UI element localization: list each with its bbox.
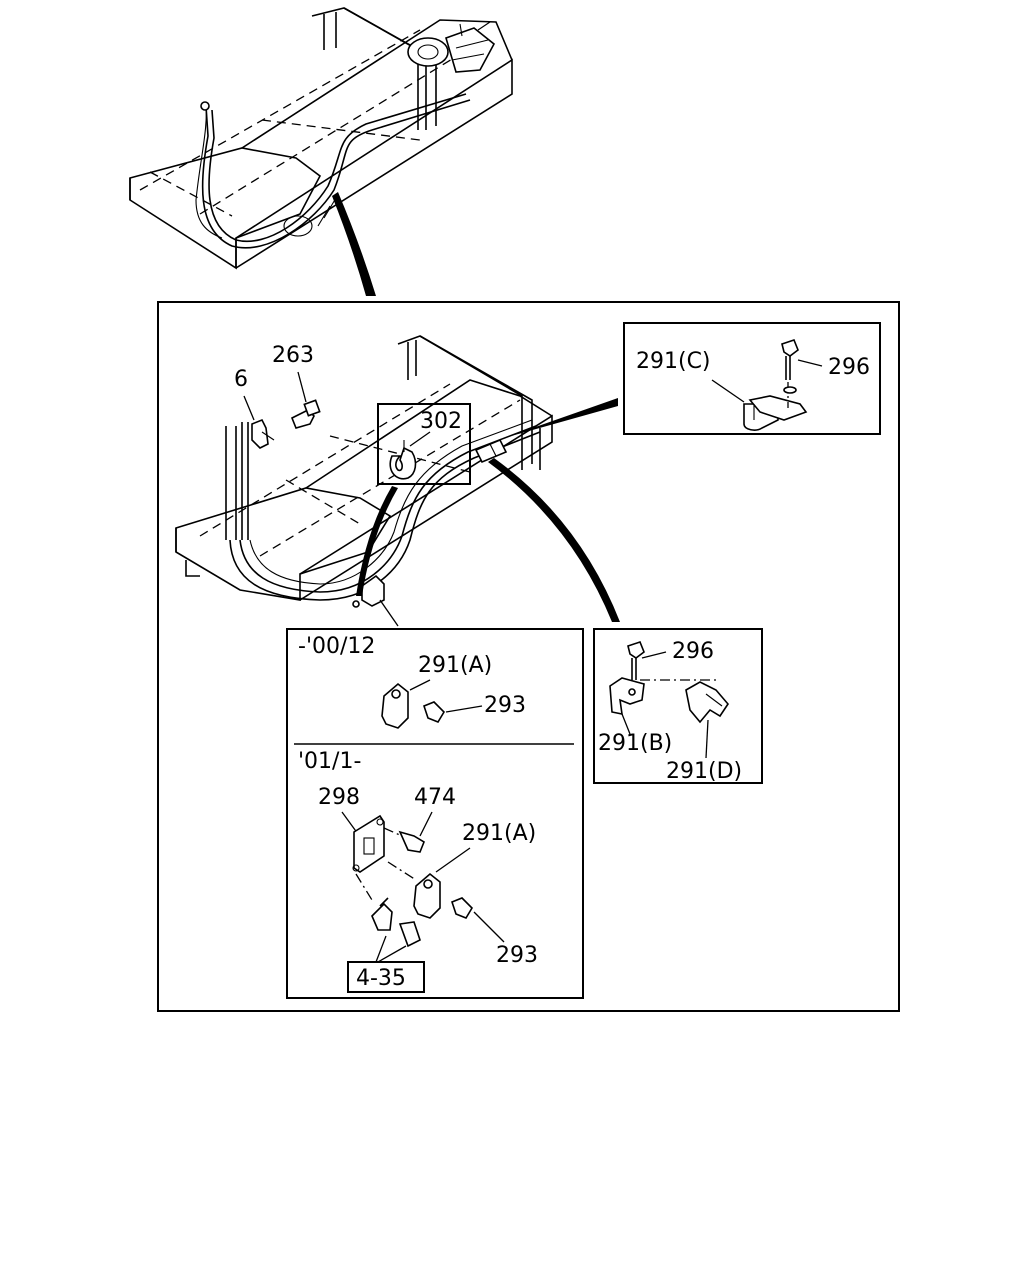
old-new-box [286, 628, 584, 999]
callout-263: 263 [272, 343, 314, 368]
inset-302 [377, 403, 471, 485]
pointer-291c [504, 398, 618, 438]
bolt-474 [398, 830, 425, 853]
inset-291bd [593, 628, 763, 784]
callout-291b: 291(B) [598, 731, 672, 756]
frame-overview-illustration [129, 7, 513, 270]
pointer-291b [488, 458, 620, 622]
frame-detail-illustration [175, 335, 553, 608]
bolt-293-old [423, 701, 446, 723]
callout-291a-old: 291(A) [418, 653, 492, 678]
pointer-302 [356, 486, 398, 596]
callout-296-top: 296 [828, 355, 870, 380]
zoom-pointer [332, 192, 376, 296]
clip-291a-new [413, 872, 441, 919]
detail-frame [157, 301, 900, 1012]
clip-291c [743, 395, 808, 431]
bolt-296-top [781, 339, 799, 408]
bolt-296-right [627, 641, 645, 680]
nut-bolt-4-35 [371, 897, 421, 948]
ref-box-4-35 [347, 961, 425, 993]
clip-6 [251, 418, 269, 449]
clip-291a-old [381, 682, 409, 729]
range-old: -'00/12 [298, 634, 375, 659]
callout-302: 302 [420, 409, 462, 434]
callout-474: 474 [414, 785, 456, 810]
callout-296-right: 296 [672, 639, 714, 664]
inset-291c [623, 322, 881, 435]
callout-291d: 291(D) [666, 759, 742, 784]
callout-293-new: 293 [496, 943, 538, 968]
pointer-old-range [379, 599, 399, 627]
callout-298: 298 [318, 785, 360, 810]
callout-293-old: 293 [484, 693, 526, 718]
callout-291a-new: 291(A) [462, 821, 536, 846]
callout-291c: 291(C) [636, 349, 711, 374]
bracket-298 [352, 814, 385, 873]
clip-291d [685, 681, 730, 724]
range-new: '01/1- [298, 749, 361, 774]
bolt-293-new [451, 897, 474, 919]
ref-4-35: 4-35 [356, 966, 406, 991]
callout-6: 6 [234, 367, 248, 392]
clip-302 [389, 446, 417, 480]
clip-291b [609, 677, 645, 716]
